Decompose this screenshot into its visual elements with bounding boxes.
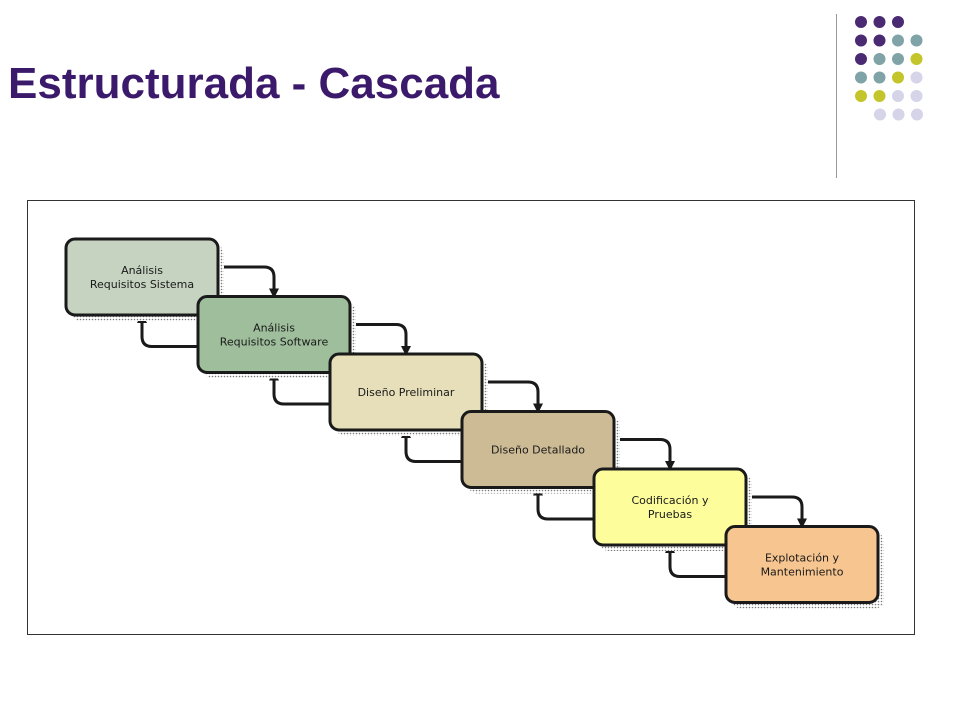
step-label: Análisis xyxy=(121,264,163,277)
feedback-arrow xyxy=(137,313,198,348)
decor-dot xyxy=(892,16,904,28)
decor-dot xyxy=(855,53,867,65)
decor-dot xyxy=(873,90,886,102)
step-label: Diseño Detallado xyxy=(491,444,585,457)
step-label: Análisis xyxy=(253,322,295,335)
decor-dot xyxy=(892,34,904,47)
decor-dot xyxy=(855,16,867,28)
decor-dot xyxy=(855,71,867,84)
decor-dot xyxy=(911,108,923,121)
step-label: Pruebas xyxy=(648,508,692,521)
connector-2 xyxy=(269,323,411,406)
decor-dot xyxy=(910,34,923,47)
decor-dot xyxy=(910,90,923,102)
decor-dot xyxy=(892,53,904,65)
decor-dot xyxy=(855,34,867,47)
feedback-arrow xyxy=(401,428,462,463)
decor-dot xyxy=(873,16,886,28)
decor-dot xyxy=(892,71,904,84)
decor-dot xyxy=(855,90,867,102)
step-label: Codificación y xyxy=(632,494,709,507)
forward-arrow xyxy=(218,265,279,299)
decor-dot xyxy=(892,90,904,102)
decor-dot xyxy=(873,71,886,84)
step-rect xyxy=(328,352,484,432)
forward-arrow xyxy=(746,495,807,529)
step-label: Requisitos Software xyxy=(220,336,329,349)
step-rect xyxy=(592,467,748,547)
step-box-4: Diseño Detallado xyxy=(460,410,620,494)
dot-grid-icon xyxy=(855,16,923,121)
step-rect xyxy=(196,295,352,374)
decor-dot xyxy=(910,71,923,84)
slide-title: Estructurada - Cascada xyxy=(8,59,500,108)
connector-1 xyxy=(137,265,279,348)
step-box-3: Diseño Preliminar xyxy=(328,352,488,436)
step-label: Diseño Preliminar xyxy=(358,386,455,399)
decor-dot xyxy=(873,53,886,65)
step-label: Requisitos Sistema xyxy=(90,278,194,291)
connector-5 xyxy=(665,495,807,578)
feedback-arrow xyxy=(269,370,330,406)
forward-arrow xyxy=(614,438,675,471)
decor-dot xyxy=(910,53,923,65)
feedback-arrow xyxy=(665,543,726,578)
feedback-arrow xyxy=(533,485,594,521)
decor-dot xyxy=(873,34,886,47)
step-rect xyxy=(64,237,220,317)
decor-dot xyxy=(892,108,905,121)
connector-layer xyxy=(137,265,807,578)
forward-arrow xyxy=(350,323,411,356)
connector-4 xyxy=(533,438,675,521)
step-label: Explotación y xyxy=(765,552,840,565)
step-label: Mantenimiento xyxy=(761,566,844,579)
title-divider xyxy=(836,14,837,178)
connector-3 xyxy=(401,380,543,463)
step-rect xyxy=(460,410,616,489)
forward-arrow xyxy=(482,380,543,414)
decor-dot xyxy=(874,108,886,121)
step-rect xyxy=(724,525,880,604)
